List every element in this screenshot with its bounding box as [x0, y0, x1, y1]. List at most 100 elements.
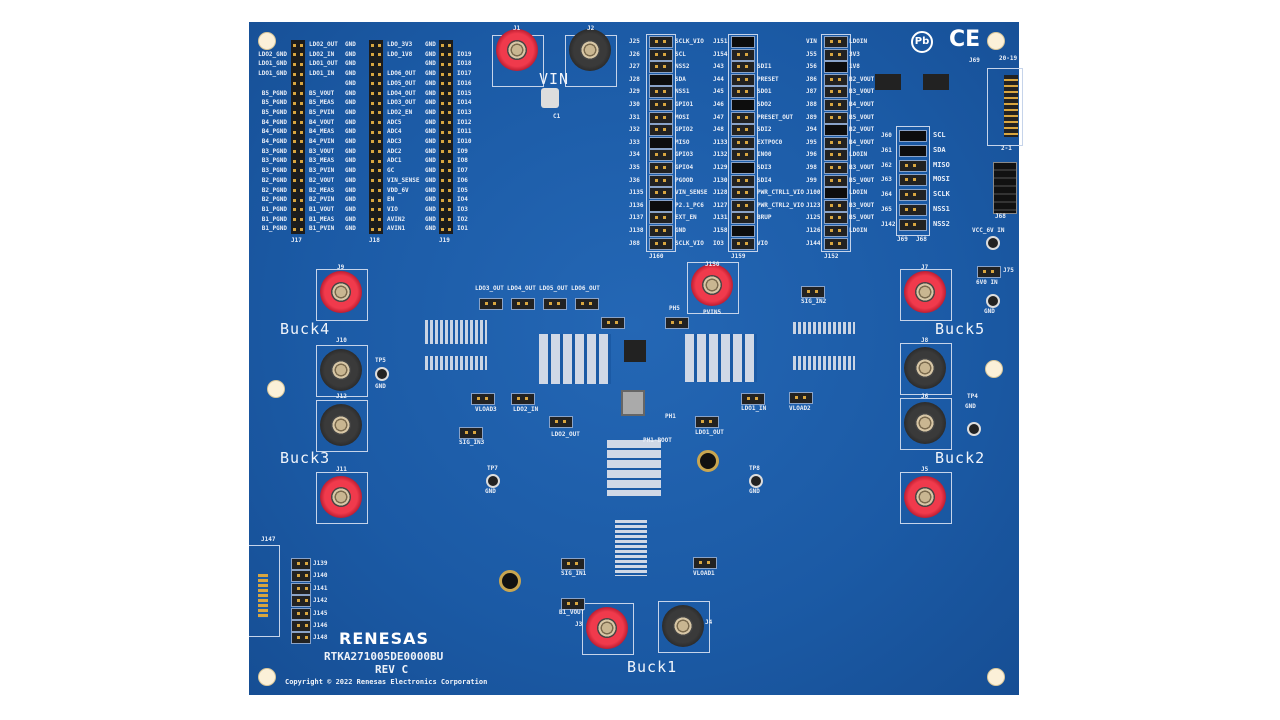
jumper[interactable]	[649, 162, 673, 174]
jumper[interactable]	[731, 99, 755, 111]
b1-vout-jumper[interactable]	[561, 598, 585, 610]
jumper[interactable]	[824, 61, 848, 74]
j24-jumper[interactable]	[665, 317, 689, 329]
jumper[interactable]	[649, 48, 673, 61]
jumper[interactable]	[649, 86, 673, 99]
jumper-scl[interactable]	[899, 130, 927, 142]
sig-in3-jumper[interactable]	[459, 427, 483, 439]
jumper[interactable]	[824, 111, 848, 124]
jumper[interactable]	[649, 212, 673, 225]
pin-header-j19[interactable]	[439, 40, 453, 234]
jumper[interactable]	[824, 225, 848, 237]
jumper[interactable]	[824, 136, 848, 149]
jumper[interactable]	[291, 582, 311, 595]
buck1-minus-jack[interactable]	[662, 605, 704, 647]
jumper[interactable]	[824, 199, 848, 212]
gnd-test-point[interactable]	[986, 294, 1000, 308]
j6x-connector[interactable]	[993, 162, 1017, 214]
jumper[interactable]	[824, 73, 848, 86]
ph5-jumper[interactable]	[601, 317, 625, 329]
jumper[interactable]	[731, 187, 755, 200]
buck5-minus-jack[interactable]	[904, 347, 946, 389]
pvin5-jack[interactable]	[691, 264, 733, 306]
jumper[interactable]	[731, 36, 755, 48]
j75-jumper[interactable]	[977, 266, 1001, 278]
jumper[interactable]	[649, 187, 673, 200]
jumper-mosi[interactable]	[899, 174, 927, 187]
buck4-plus-jack[interactable]	[320, 271, 362, 313]
jumper[interactable]	[731, 48, 755, 61]
jumper[interactable]	[649, 174, 673, 187]
jumper-nss2[interactable]	[899, 218, 927, 231]
jumper[interactable]	[649, 136, 673, 149]
jumper[interactable]	[649, 124, 673, 137]
jumper[interactable]	[649, 199, 673, 212]
jumper[interactable]	[291, 558, 311, 570]
jumper[interactable]	[731, 237, 755, 250]
jumper[interactable]	[731, 111, 755, 124]
ldo2-out-jumper[interactable]	[549, 416, 573, 428]
jumper-sda[interactable]	[899, 144, 927, 157]
vload2-jumper[interactable]	[789, 392, 813, 404]
jumper[interactable]	[649, 111, 673, 124]
jumper[interactable]	[731, 136, 755, 149]
ldo4-out-jumper[interactable]	[511, 298, 535, 310]
ldo6-out-jumper[interactable]	[575, 298, 599, 310]
tp8-test-point[interactable]	[749, 474, 763, 488]
jumper[interactable]	[824, 212, 848, 225]
j69-connector[interactable]	[987, 68, 1023, 146]
jumper[interactable]	[824, 86, 848, 99]
jumper[interactable]	[824, 174, 848, 187]
j147-connector[interactable]	[249, 545, 280, 637]
jumper[interactable]	[731, 199, 755, 212]
jumper[interactable]	[731, 149, 755, 162]
jumper[interactable]	[731, 225, 755, 237]
jumper[interactable]	[649, 225, 673, 237]
buck5-plus-jack[interactable]	[904, 271, 946, 313]
jumper[interactable]	[649, 61, 673, 74]
jumper[interactable]	[731, 162, 755, 174]
jumper[interactable]	[731, 124, 755, 137]
tp4-test-point[interactable]	[967, 422, 981, 436]
vload3-jumper[interactable]	[471, 393, 495, 405]
ldo3-out-jumper[interactable]	[479, 298, 503, 310]
ldo5-out-jumper[interactable]	[543, 298, 567, 310]
jumper[interactable]	[291, 607, 311, 620]
jumper[interactable]	[731, 73, 755, 86]
vload1-jumper[interactable]	[693, 557, 717, 569]
jumper-nss1[interactable]	[899, 204, 927, 216]
jumper[interactable]	[824, 36, 848, 48]
buck3-plus-jack[interactable]	[320, 476, 362, 518]
ldo2-in-jumper[interactable]	[511, 393, 535, 405]
vcc-6v-test-point[interactable]	[986, 236, 1000, 250]
jumper[interactable]	[731, 61, 755, 74]
buck2-minus-jack[interactable]	[904, 402, 946, 444]
jumper[interactable]	[291, 570, 311, 583]
buck4-minus-jack[interactable]	[320, 349, 362, 391]
jumper[interactable]	[649, 99, 673, 111]
jumper-miso[interactable]	[899, 159, 927, 172]
jumper[interactable]	[824, 187, 848, 200]
jumper[interactable]	[824, 99, 848, 111]
ldo1-in-jumper[interactable]	[741, 393, 765, 405]
jumper[interactable]	[649, 73, 673, 86]
jumper[interactable]	[291, 595, 311, 608]
jumper[interactable]	[291, 620, 311, 632]
buck2-plus-jack[interactable]	[904, 476, 946, 518]
jumper[interactable]	[649, 237, 673, 250]
jumper[interactable]	[824, 149, 848, 162]
jumper[interactable]	[824, 162, 848, 174]
jumper[interactable]	[731, 212, 755, 225]
sig-in2-jumper[interactable]	[801, 286, 825, 298]
jumper[interactable]	[731, 174, 755, 187]
jumper[interactable]	[824, 48, 848, 61]
vin-plus-jack[interactable]	[496, 29, 538, 71]
jumper-sclk[interactable]	[899, 189, 927, 202]
tp5-test-point[interactable]	[375, 367, 389, 381]
pin-header-j17[interactable]	[291, 40, 305, 234]
buck1-plus-jack[interactable]	[586, 607, 628, 649]
jumper[interactable]	[291, 632, 311, 645]
buck3-minus-jack[interactable]	[320, 404, 362, 446]
sig-in1-jumper[interactable]	[561, 558, 585, 570]
vin-minus-jack[interactable]	[569, 29, 611, 71]
